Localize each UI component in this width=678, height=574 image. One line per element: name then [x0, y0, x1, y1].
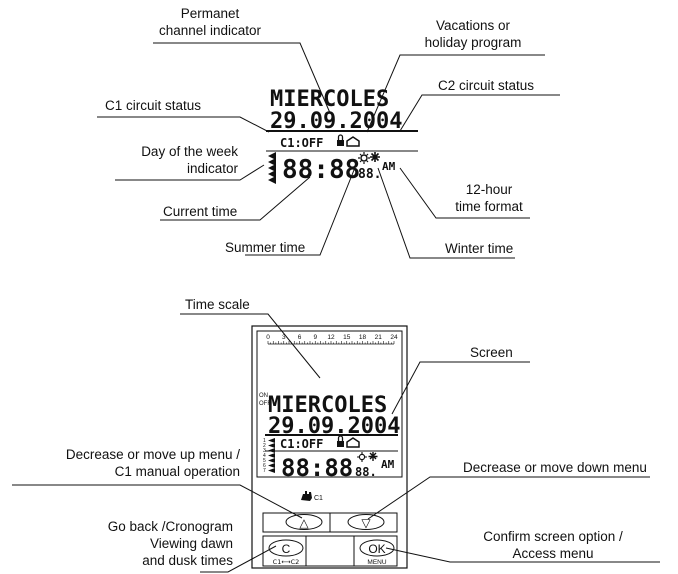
- lcd-circuit-text: C1:OFF: [280, 136, 323, 150]
- scale-tick-label: 9: [313, 334, 317, 341]
- leader-up: [12, 484, 303, 519]
- menu-label: MENU: [367, 559, 386, 566]
- lcd-day-text: MIERCOLES: [270, 87, 389, 112]
- up-arrow-icon: △: [299, 516, 309, 530]
- summer-sun-icon: [358, 152, 370, 164]
- leader-screen: [391, 361, 530, 415]
- lcd-seconds-text: 88.: [358, 167, 381, 182]
- label-summer-time: Summer time: [225, 240, 306, 255]
- label-screen: Screen: [470, 345, 513, 360]
- label-decrease-down: Decrease or move down menu: [463, 460, 647, 475]
- scale-tick-label: 15: [343, 334, 351, 341]
- leader-c1: [97, 116, 270, 133]
- leader-winter: [377, 167, 515, 259]
- day-number: 1: [263, 438, 266, 444]
- scale-tick-label: 18: [359, 334, 367, 341]
- leader-c2: [399, 94, 560, 132]
- device-screen: [256, 330, 403, 478]
- scale-tick-label: 6: [298, 334, 302, 341]
- on-label: ON: [259, 393, 268, 399]
- leader-summer: [245, 164, 357, 256]
- day-indicator: [268, 443, 275, 448]
- ok-button-label: OK: [368, 542, 385, 556]
- manual-c1-label: C1: [314, 495, 323, 502]
- scale-tick-label: 0: [266, 334, 270, 341]
- device-sun-icon: [357, 452, 367, 462]
- day-number: 2: [263, 443, 266, 449]
- day-indicator: [268, 453, 275, 458]
- label-time-scale: Time scale: [185, 297, 250, 312]
- down-button[interactable]: ▽: [347, 514, 385, 531]
- device-time-text: 88:88: [281, 454, 353, 482]
- bottom-leader-lines: [12, 313, 660, 573]
- leader-vacations: [366, 54, 545, 133]
- time-scale-ruler: [267, 341, 395, 345]
- scale-tick-label: 24: [390, 334, 398, 341]
- label-permanent-channel: Permanet channel indicator: [158, 6, 262, 38]
- leader-permanent: [153, 42, 331, 114]
- label-c1-status: C1 circuit status: [105, 98, 202, 113]
- lcd-date-text: 29.09.2004: [270, 109, 402, 134]
- scale-tick-label: 21: [375, 334, 383, 341]
- day-indicator: [268, 448, 275, 453]
- permanent-lock-icon: [337, 134, 344, 146]
- day-number: 5: [263, 458, 266, 464]
- label-vacations: Vacations or holiday program: [424, 18, 522, 50]
- day-of-week-bars: [268, 152, 276, 184]
- day-indicator: [268, 438, 275, 443]
- lcd-time-text: 88:88: [282, 155, 360, 185]
- c1-c2-label: C1⟷C2: [273, 558, 300, 566]
- label-decrease-up: Decrease or move up menu / C1 manual ope…: [65, 447, 240, 479]
- day-number: 3: [263, 448, 266, 454]
- manual-hand-icon: [301, 491, 312, 501]
- c-button-label: C: [282, 542, 291, 556]
- down-arrow-icon: ▽: [361, 516, 371, 530]
- label-confirm: Confirm screen option / Access menu: [483, 529, 623, 561]
- day-indicator: [268, 458, 275, 463]
- top-lcd-panel: MIERCOLES 29.09.2004 C1:OFF 88:88 88. AM: [266, 87, 418, 185]
- ok-button[interactable]: OK MENU: [359, 539, 395, 566]
- day-number: 7: [263, 468, 266, 474]
- top-leader-lines: [97, 42, 560, 259]
- device-ampm-text: AM: [381, 458, 395, 471]
- day-indicator: [268, 463, 275, 468]
- day-number: 4: [263, 453, 266, 459]
- holiday-house-icon: [346, 136, 360, 147]
- c-button[interactable]: C C1⟷C2: [268, 539, 304, 566]
- winter-snow-icon: [370, 152, 380, 162]
- day-indicator: [268, 468, 275, 473]
- time-scale-labels: 0 3 6 9 12 15 18 21 24: [266, 334, 398, 341]
- day-number: 6: [263, 463, 266, 469]
- off-label: OFF: [259, 401, 271, 407]
- label-winter-time: Winter time: [445, 241, 514, 256]
- label-day-week: Day of the week indicator: [141, 144, 238, 176]
- device-lock-icon: [337, 435, 344, 447]
- label-go-back: Go back /Cronogram Viewing dawn and dusk…: [107, 519, 233, 568]
- label-c2-status: C2 circuit status: [438, 78, 535, 93]
- leader-day-week: [115, 164, 265, 181]
- scale-tick-label: 12: [327, 334, 335, 341]
- leader-ok: [385, 547, 660, 563]
- device-house-icon: [346, 437, 360, 448]
- device-circuit-text: C1:OFF: [280, 437, 323, 451]
- label-12-hour: 12-hour time format: [455, 182, 523, 214]
- up-button[interactable]: △: [285, 514, 323, 531]
- label-current-time: Current time: [163, 204, 238, 219]
- scale-tick-label: 3: [282, 334, 286, 341]
- lcd-ampm-text: AM: [382, 160, 396, 173]
- leader-12h: [399, 167, 530, 219]
- device-snow-icon: [368, 452, 378, 461]
- leader-c: [200, 545, 277, 573]
- device-seconds-text: 88.: [355, 465, 377, 479]
- leader-down: [367, 476, 650, 520]
- leader-time-scale: [180, 313, 321, 379]
- leader-current-time: [160, 176, 311, 221]
- device-day-text: MIERCOLES: [268, 393, 387, 418]
